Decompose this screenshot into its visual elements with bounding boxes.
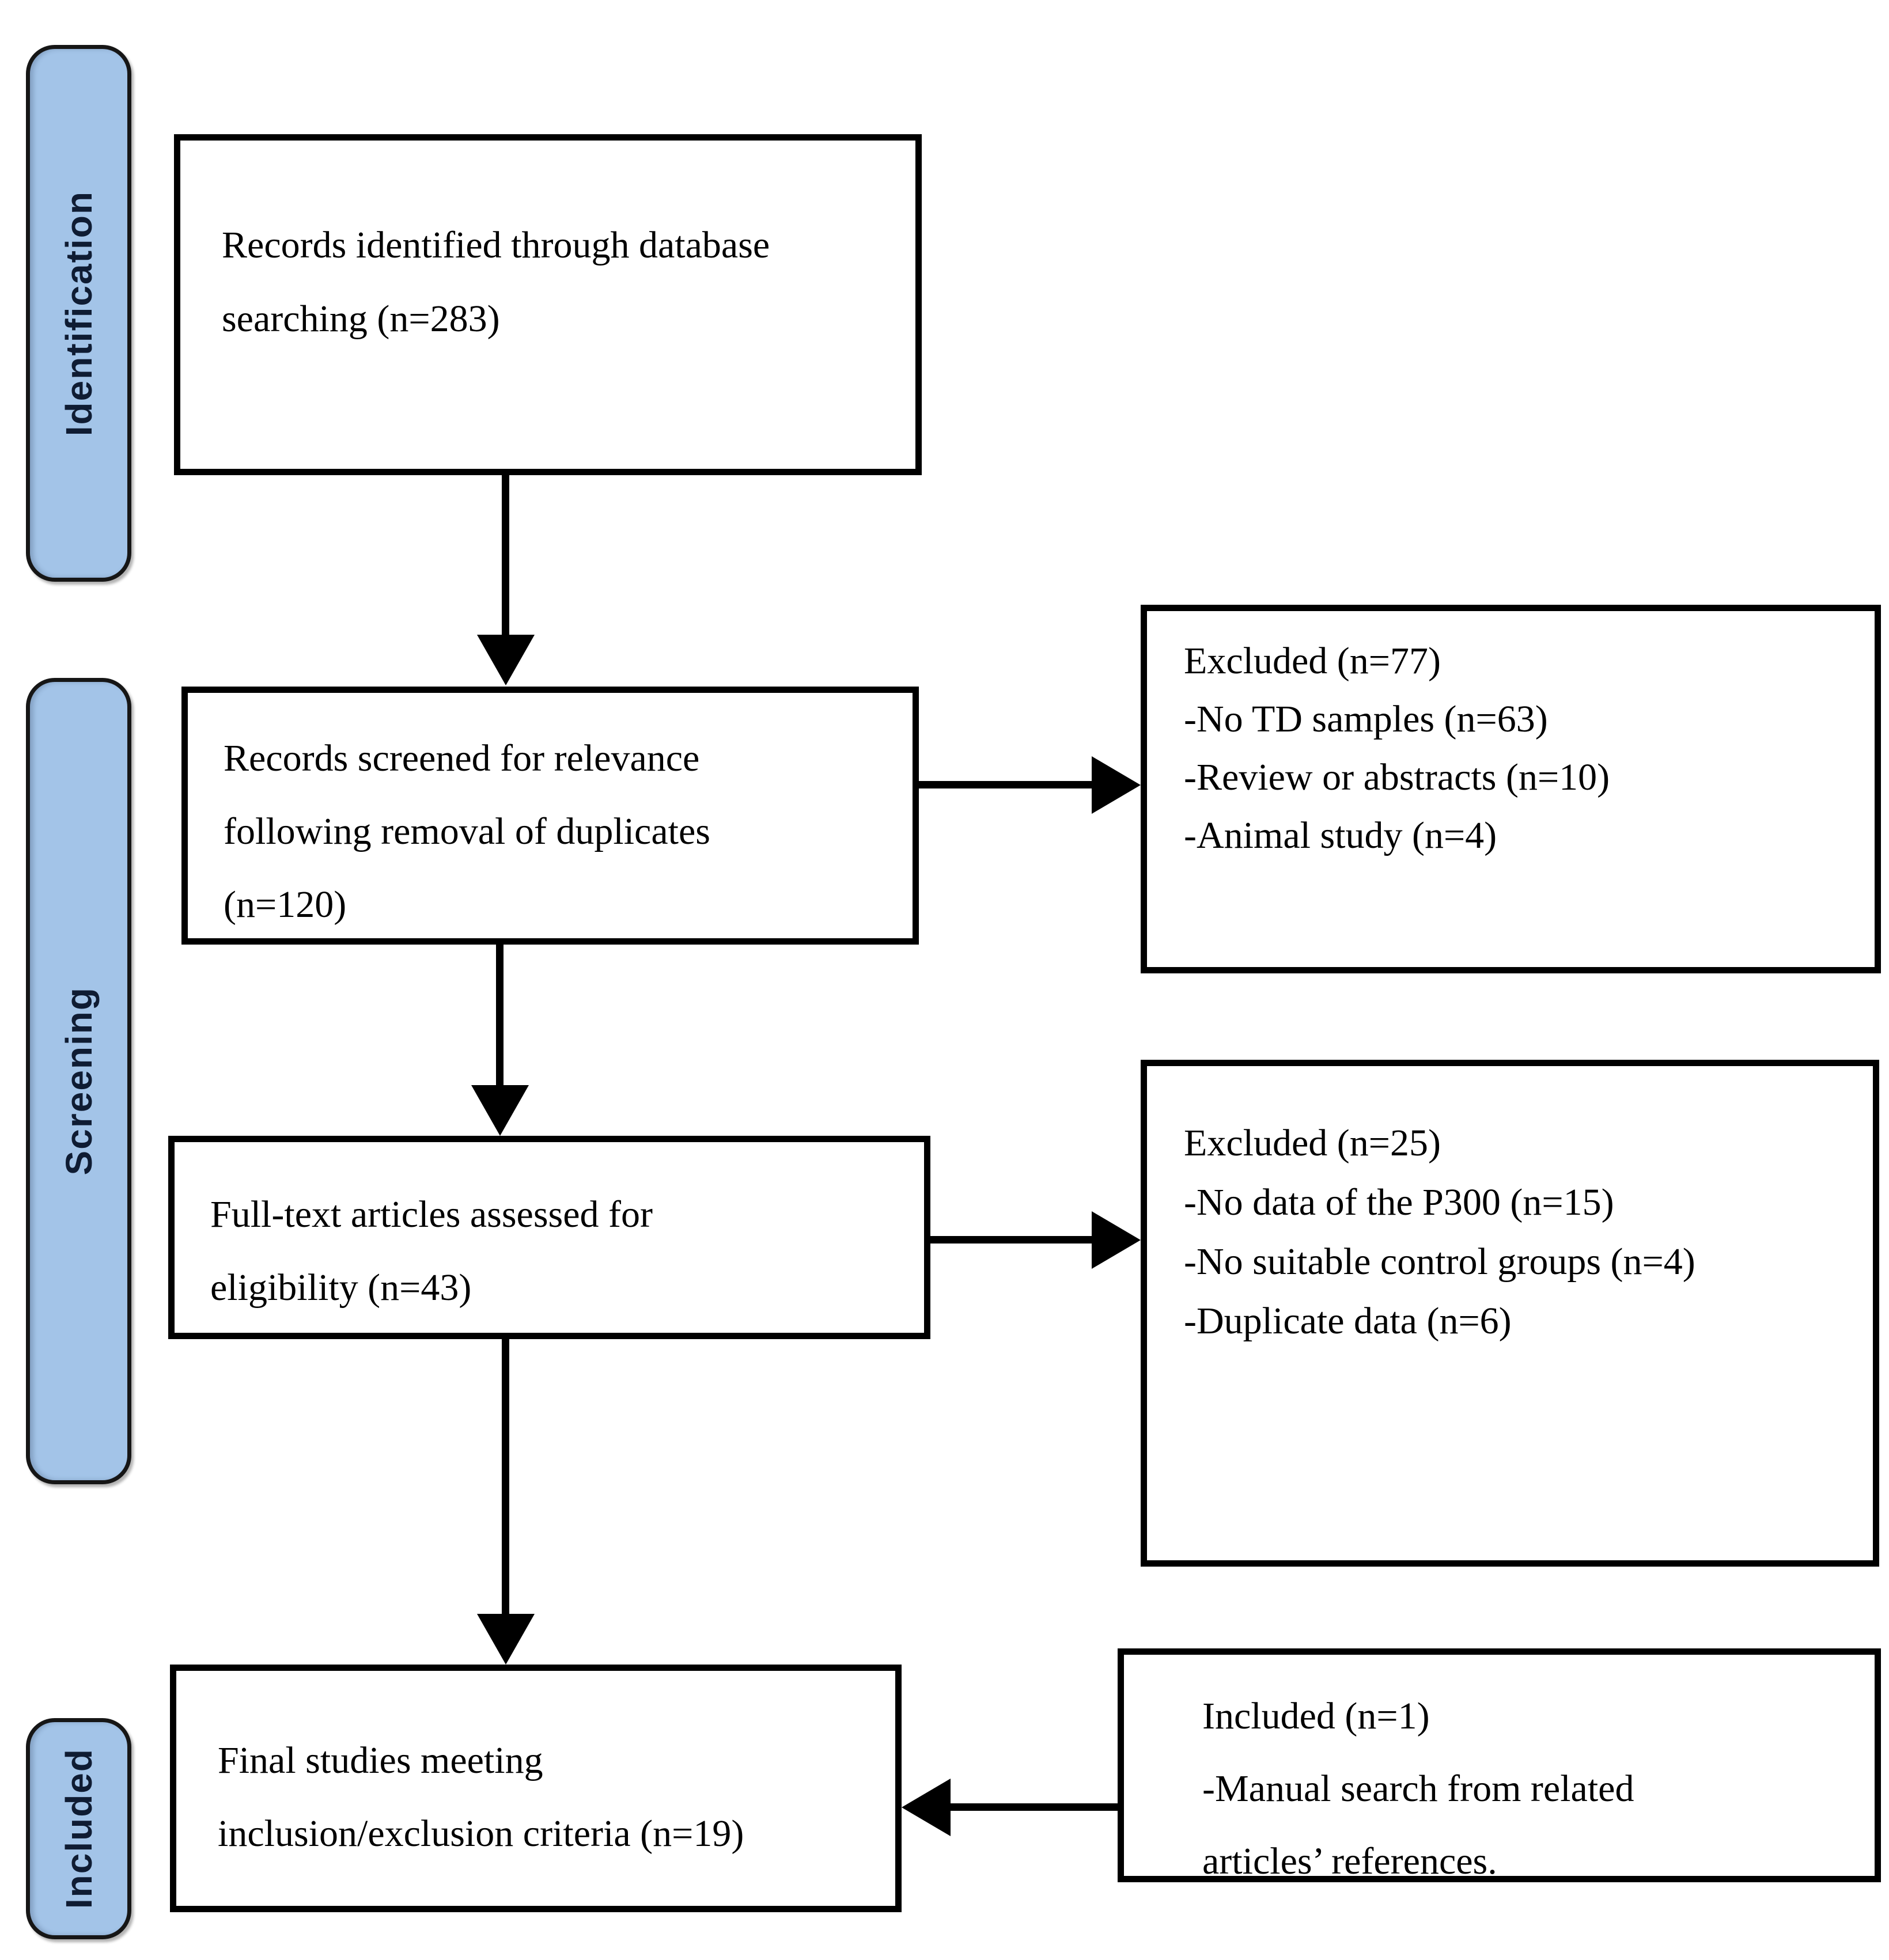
box-excluded-screening-line-1: Excluded (n=77): [1184, 640, 1441, 682]
right-arrow-icon: [1092, 756, 1141, 814]
box-records-identified-line-2: searching (n=283): [222, 298, 500, 340]
down-arrow-icon: [471, 1085, 529, 1136]
box-fulltext-assessed: Full-text articles assessed for eligibil…: [168, 1136, 930, 1339]
box-final-studies-line-2: inclusion/exclusion criteria (n=19): [218, 1813, 744, 1855]
stage-bar-screening: Screening: [26, 678, 131, 1484]
arrow-included-to-final-stem: [951, 1803, 1118, 1811]
box-included-manual-search: Included (n=1) -Manual search from relat…: [1118, 1648, 1881, 1882]
box-included-manual-line-3: articles’ references.: [1202, 1840, 1497, 1882]
down-arrow-icon: [477, 635, 535, 685]
down-arrow-icon: [477, 1614, 535, 1665]
stage-label-included: Included: [58, 1748, 100, 1909]
left-arrow-icon: [902, 1779, 951, 1836]
box-excluded-screening-line-2: -No TD samples (n=63): [1184, 698, 1548, 740]
arrow-screened-to-excluded-stem: [918, 781, 1092, 788]
box-included-manual-line-1: Included (n=1): [1202, 1695, 1430, 1737]
box-final-studies-line-1: Final studies meeting: [218, 1739, 543, 1781]
box-excluded-eligibility-line-2: -No data of the P300 (n=15): [1184, 1181, 1614, 1223]
box-included-manual-line-2: -Manual search from related: [1202, 1768, 1634, 1810]
box-records-screened-line-3: (n=120): [224, 884, 347, 926]
box-fulltext-assessed-line-1: Full-text articles assessed for: [210, 1193, 653, 1235]
box-records-screened-line-2: following removal of duplicates: [224, 810, 710, 852]
box-excluded-eligibility-line-1: Excluded (n=25): [1184, 1122, 1441, 1164]
box-records-identified-line-1: Records identified through database: [222, 224, 770, 266]
right-arrow-icon: [1092, 1211, 1141, 1269]
arrow-fulltext-to-excluded-stem: [930, 1236, 1092, 1244]
box-final-studies: Final studies meeting inclusion/exclusio…: [170, 1665, 902, 1912]
stage-label-identification: Identification: [58, 190, 100, 437]
box-excluded-eligibility: Excluded (n=25) -No data of the P300 (n=…: [1141, 1060, 1879, 1567]
stage-label-screening: Screening: [58, 987, 100, 1176]
box-excluded-screening: Excluded (n=77) -No TD samples (n=63) -R…: [1141, 605, 1881, 973]
box-records-screened: Records screened for relevance following…: [181, 687, 919, 945]
box-excluded-screening-line-4: -Animal study (n=4): [1184, 814, 1497, 856]
arrow-identified-to-screened-stem: [502, 475, 509, 636]
box-records-screened-line-1: Records screened for relevance: [224, 737, 700, 779]
stage-bar-included: Included: [26, 1718, 131, 1939]
box-fulltext-assessed-line-2: eligibility (n=43): [210, 1267, 472, 1309]
stage-bar-identification: Identification: [26, 45, 131, 582]
box-records-identified: Records identified through database sear…: [174, 134, 922, 475]
arrow-fulltext-to-final-stem: [502, 1339, 509, 1616]
box-excluded-eligibility-line-3: -No suitable control groups (n=4): [1184, 1241, 1695, 1283]
box-excluded-eligibility-line-4: -Duplicate data (n=6): [1184, 1300, 1512, 1342]
arrow-screened-to-fulltext-stem: [496, 945, 504, 1090]
box-excluded-screening-line-3: -Review or abstracts (n=10): [1184, 756, 1610, 798]
